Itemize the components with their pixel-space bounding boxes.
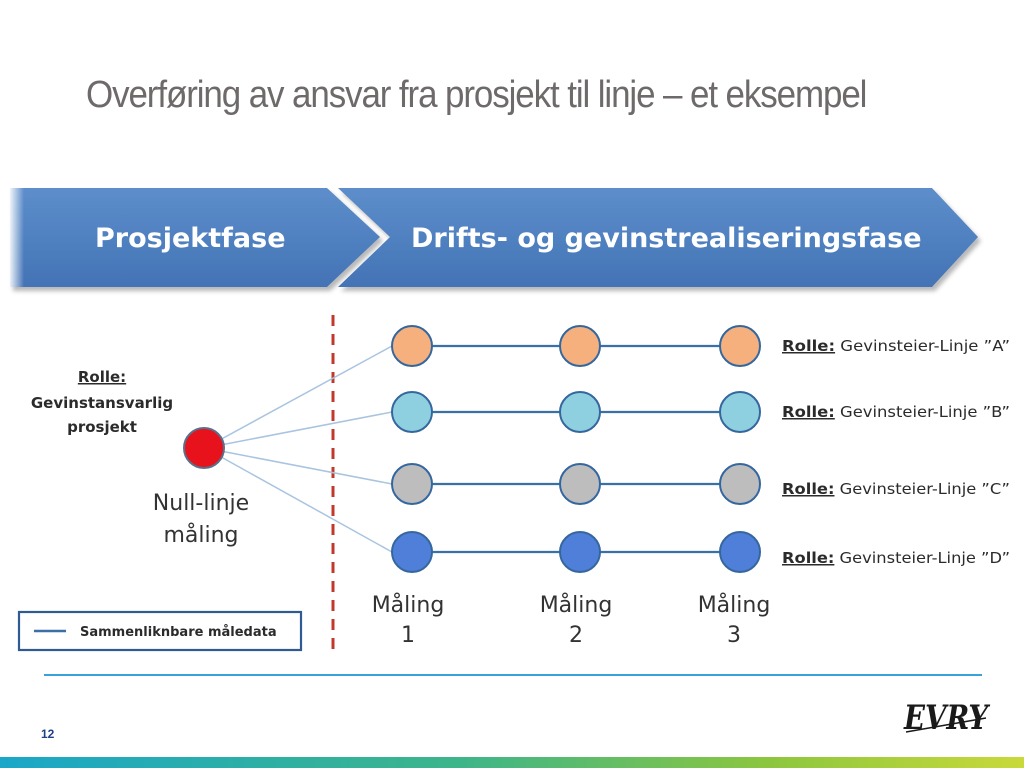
nodes-row-c bbox=[391, 463, 761, 505]
project-phase-arrow bbox=[10, 188, 380, 287]
node-a-3 bbox=[719, 325, 761, 367]
svg-text:EVRY: EVRY bbox=[903, 698, 990, 738]
measurement-1-label: Måling bbox=[372, 592, 445, 618]
measurement-3-number: 3 bbox=[727, 623, 741, 648]
role-row-b-text: Gevinsteier-Linje ”B” bbox=[835, 403, 1010, 421]
measurement-3-label: Måling bbox=[698, 592, 771, 618]
node-d-1 bbox=[391, 531, 433, 573]
left-role-line1: Gevinstansvarlig bbox=[31, 394, 173, 412]
baseline-node bbox=[183, 427, 225, 469]
role-row-a-heading: Rolle: bbox=[782, 337, 835, 355]
role-row-b: Rolle: Gevinsteier-Linje ”B” bbox=[782, 403, 1010, 421]
node-c-1 bbox=[391, 463, 433, 505]
fan-line-a bbox=[204, 345, 393, 449]
role-row-a-text: Gevinsteier-Linje ”A” bbox=[835, 337, 1010, 355]
measurement-labels: Måling 1 Måling 2 Måling 3 bbox=[372, 592, 771, 648]
footer-rule bbox=[44, 674, 982, 676]
node-d-2 bbox=[559, 531, 601, 573]
nodes-row-a bbox=[391, 325, 761, 367]
measurement-2-label: Måling bbox=[540, 592, 613, 618]
fan-line-c bbox=[204, 447, 393, 485]
role-row-b-heading: Rolle: bbox=[782, 403, 835, 421]
node-b-3 bbox=[719, 391, 761, 433]
legend-label: Sammenliknbare måledata bbox=[80, 625, 277, 640]
baseline-label-line2: måling bbox=[163, 522, 238, 548]
measurement-2-number: 2 bbox=[569, 623, 583, 648]
node-b-1 bbox=[391, 391, 433, 433]
page-number: 12 bbox=[41, 727, 55, 741]
legend-box: Sammenliknbare måledata bbox=[17, 610, 303, 652]
operations-phase-arrow bbox=[338, 188, 978, 287]
role-row-d-text: Gevinsteier-Linje ”D” bbox=[834, 549, 1010, 567]
fan-line-b bbox=[204, 411, 393, 449]
row-connectors bbox=[412, 344, 740, 554]
role-labels: Rolle: Gevinsteier-Linje ”A” Rolle: Gevi… bbox=[782, 337, 1010, 567]
role-row-d-heading: Rolle: bbox=[782, 549, 834, 567]
slide-title: Overføring av ansvar fra prosjekt til li… bbox=[86, 74, 867, 116]
nodes-row-b bbox=[391, 391, 761, 433]
role-row-c-text: Gevinsteier-Linje ”C” bbox=[834, 480, 1010, 498]
left-role-heading: Rolle: bbox=[78, 368, 126, 386]
evry-logo-icon: EVRY bbox=[903, 698, 990, 738]
baseline-label: Null-linje måling bbox=[153, 491, 249, 548]
project-phase-label: Prosjektfase bbox=[95, 223, 286, 254]
role-row-c: Rolle: Gevinsteier-Linje ”C” bbox=[782, 480, 1010, 498]
operations-phase-label: Drifts- og gevinstrealiseringsfase bbox=[411, 223, 922, 254]
footer-color-bar bbox=[0, 757, 1024, 768]
node-c-2 bbox=[559, 463, 601, 505]
measurement-1-number: 1 bbox=[401, 623, 415, 648]
role-row-c-heading: Rolle: bbox=[782, 480, 834, 498]
node-a-1 bbox=[391, 325, 433, 367]
node-b-2 bbox=[559, 391, 601, 433]
baseline-label-line1: Null-linje bbox=[153, 491, 249, 516]
left-role-line2: prosjekt bbox=[67, 418, 137, 436]
fan-line-d bbox=[204, 447, 393, 553]
node-d-3 bbox=[719, 531, 761, 573]
nodes-row-d bbox=[391, 531, 761, 573]
node-a-2 bbox=[559, 325, 601, 367]
phase-banner bbox=[10, 188, 978, 287]
banner-left-fade bbox=[10, 188, 24, 287]
node-c-3 bbox=[719, 463, 761, 505]
left-role-label: Rolle: Gevinstansvarlig prosjekt bbox=[31, 368, 173, 436]
role-row-a: Rolle: Gevinsteier-Linje ”A” bbox=[782, 337, 1010, 355]
role-row-d: Rolle: Gevinsteier-Linje ”D” bbox=[782, 549, 1010, 567]
fan-lines bbox=[204, 345, 393, 553]
